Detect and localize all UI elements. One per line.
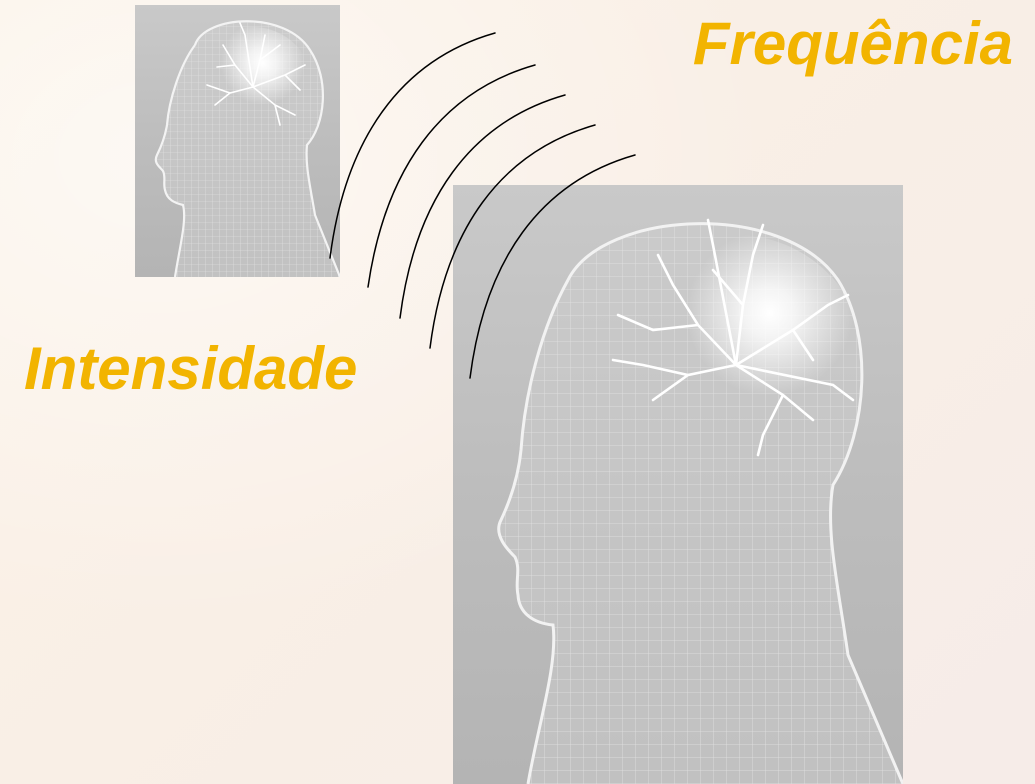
wave-arc-4 — [430, 125, 595, 348]
wave-arc-1 — [330, 33, 495, 258]
wave-arc-5 — [470, 155, 635, 378]
frequency-label: Frequência — [693, 8, 1013, 80]
wave-arc-3 — [400, 95, 565, 318]
intensity-label: Intensidade — [24, 333, 357, 405]
